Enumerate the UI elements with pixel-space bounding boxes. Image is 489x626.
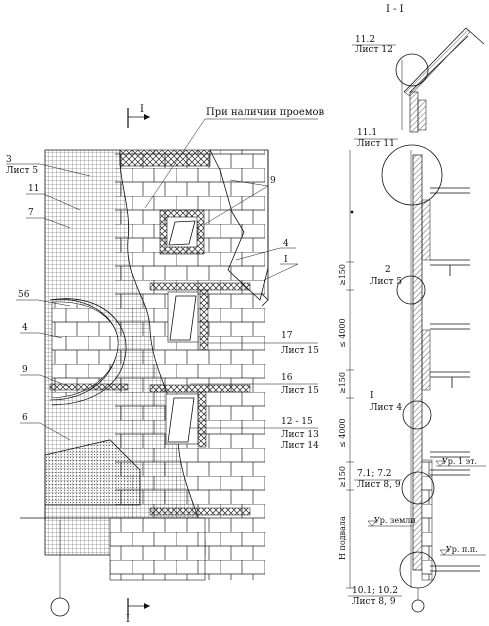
wall-section: I - I 11.2 Лист 12 11.1 xyxy=(338,4,486,613)
label-56: 56 xyxy=(18,290,30,300)
label-7-1: 7.1; 7.2 xyxy=(357,469,392,479)
label-3: 3 xyxy=(6,155,12,165)
label-11-2-sheet: Лист 12 xyxy=(355,45,393,55)
label-16-sheet: Лист 15 xyxy=(281,386,319,396)
label-9-left: 9 xyxy=(22,365,28,375)
label-3-sheet: Лист 5 xyxy=(6,166,38,176)
label-4-left: 4 xyxy=(22,323,28,333)
label-9-top: 9 xyxy=(270,176,276,186)
label-17: 17 xyxy=(281,331,293,341)
level-floor1: Ур. 1 эт. xyxy=(442,457,477,466)
label-16: 16 xyxy=(281,373,293,383)
cut-mark-top: I xyxy=(140,104,144,115)
dim-4000-a: ≤ 4000 xyxy=(338,318,347,348)
label-1-sheet: Лист 4 xyxy=(370,403,402,413)
label-12-sheet-a: Лист 13 xyxy=(281,430,319,440)
openings-note: При наличии проемов xyxy=(206,107,325,118)
dim-h-basement: Н подвала xyxy=(338,516,347,560)
level-ground: Ур. земли xyxy=(374,516,416,525)
dim-150-c: ≥150 xyxy=(338,466,347,488)
wall-section-body xyxy=(412,154,423,571)
label-10-1: 10.1; 10.2 xyxy=(352,586,398,596)
cut-mark-bottom: I xyxy=(126,614,130,625)
wall-elevation: I I При наличии проемов 3 Лист 5 11 7 56… xyxy=(6,104,325,625)
level-basement: Ур. п.п. xyxy=(446,545,478,554)
label-11-1: 11.1 xyxy=(357,128,377,138)
label-6: 6 xyxy=(22,413,28,423)
dim-150-a: ≥150 xyxy=(338,264,347,286)
label-4-mid: 4 xyxy=(283,239,289,249)
label-10-1-sheet: Лист 8, 9 xyxy=(352,597,396,607)
label-2: 2 xyxy=(385,265,391,275)
label-11: 11 xyxy=(28,184,39,194)
bond-beam-top xyxy=(119,149,211,167)
label-1-marker: I xyxy=(284,255,288,265)
section-mark: I - I xyxy=(386,4,404,15)
label-12-15: 12 - 15 xyxy=(281,417,313,427)
label-11-2: 11.2 xyxy=(355,35,375,45)
label-2-sheet: Лист 5 xyxy=(370,277,402,287)
label-12-sheet-b: Лист 14 xyxy=(281,441,319,451)
section-cut-arrow-icon xyxy=(127,108,150,128)
label-1: I xyxy=(370,391,374,401)
label-7-1-sheet: Лист 8, 9 xyxy=(357,480,401,490)
axis-bubble-icon xyxy=(50,597,70,617)
section-cut-arrow-icon-bottom xyxy=(127,598,150,618)
foundation-block xyxy=(44,439,141,506)
dim-150-b: ≥150 xyxy=(338,372,347,394)
label-11-1-sheet: Лист 11 xyxy=(357,139,395,149)
axis-bubble-icon-section xyxy=(411,599,425,613)
label-17-sheet: Лист 15 xyxy=(281,346,319,356)
dim-4000-b: ≤ 4000 xyxy=(338,418,347,448)
label-7: 7 xyxy=(28,208,34,218)
